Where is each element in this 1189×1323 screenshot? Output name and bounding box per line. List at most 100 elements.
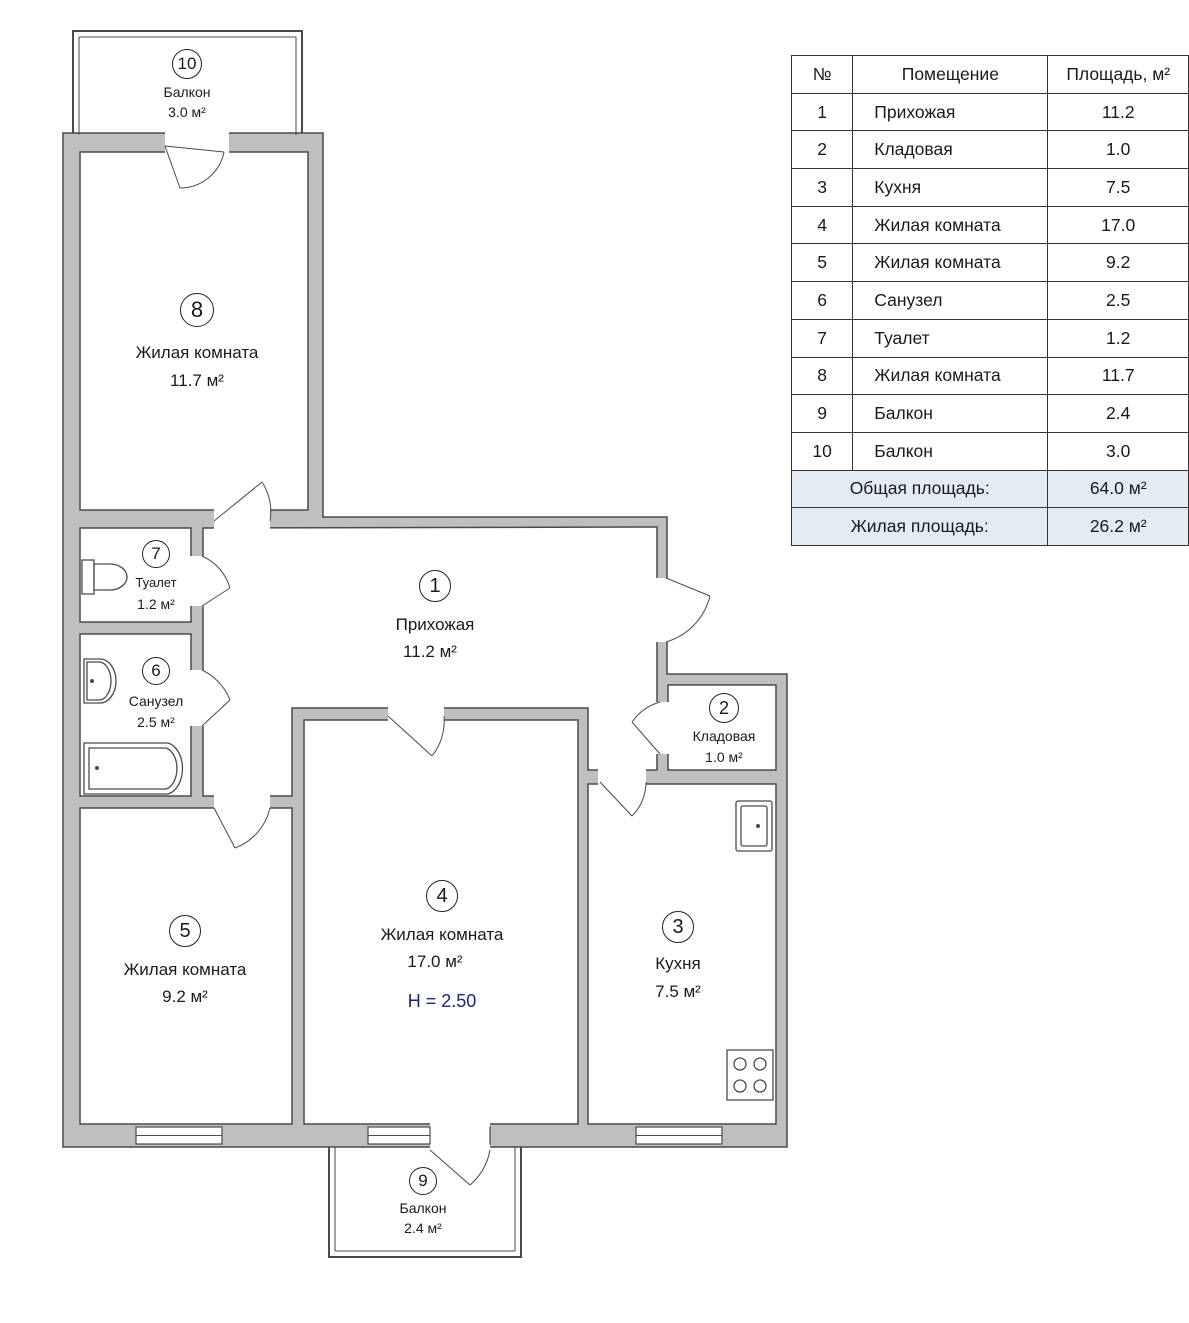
cell-room: Жилая комната	[852, 243, 1049, 283]
room-number-circle: 1	[419, 570, 451, 602]
cell-area: 2.4	[1047, 394, 1189, 433]
living-area-row: Жилая площадь: 26.2 м²	[790, 507, 1189, 546]
cell-number: 3	[790, 168, 854, 207]
room-number: 10	[177, 54, 197, 73]
door	[665, 577, 711, 643]
room-area-label: 17.0 м²	[407, 952, 463, 971]
room-area-label: 9.2 м²	[162, 987, 208, 1006]
room-name-label: Кухня	[655, 954, 701, 973]
room-area-label: 11.2 м²	[403, 642, 457, 661]
total-area-row: Общая площадь: 64.0 м²	[790, 469, 1189, 509]
room-number-circle: 3	[662, 911, 694, 943]
cell-number: 6	[790, 281, 854, 320]
room-area-label: 7.5 м²	[655, 982, 701, 1001]
cell-room: Жилая комната	[852, 356, 1049, 396]
cell-room: Прихожая	[852, 92, 1049, 132]
room-number: 1	[429, 574, 441, 597]
cell-area: 7.5	[1047, 168, 1189, 207]
cell-room: Балкон	[852, 394, 1049, 433]
door	[599, 781, 647, 817]
room-number-circle: 10	[172, 49, 202, 79]
cell-number: 2	[790, 130, 854, 170]
door	[164, 145, 225, 189]
room-area-label: 1.2 м²	[137, 596, 175, 612]
room-number: 5	[179, 919, 191, 942]
column-header-room: Помещение	[852, 55, 1049, 94]
room-area-label: 3.0 м²	[168, 104, 206, 120]
cell-number: 5	[790, 243, 854, 283]
room-number: 3	[672, 915, 684, 938]
cell-area: 1.2	[1047, 318, 1189, 358]
room-name-label: Балкон	[399, 1200, 447, 1216]
room-area-label: 1.0 м²	[705, 749, 743, 765]
room-number: 7	[151, 544, 161, 563]
cell-number: 8	[790, 356, 854, 396]
door	[213, 481, 272, 522]
room-number: 2	[718, 697, 729, 718]
cell-number: 1	[790, 92, 854, 132]
living-area-label: Жилая площадь:	[790, 507, 1049, 546]
cell-number: 9	[790, 394, 854, 433]
room-name-label: Санузел	[128, 693, 184, 709]
room-name-label: Туалет	[135, 575, 177, 590]
total-area-value: 64.0 м²	[1047, 469, 1189, 509]
table-header-row: № Помещение Площадь, м²	[790, 55, 1189, 94]
cell-room: Кухня	[852, 168, 1049, 207]
total-area-label: Общая площадь:	[790, 469, 1049, 509]
room-name-label: Балкон	[163, 84, 211, 100]
living-area-value: 26.2 м²	[1047, 507, 1189, 546]
column-header-number: №	[790, 55, 854, 94]
toilet-tank-icon	[81, 559, 95, 595]
balcony-9-outline	[328, 1147, 522, 1258]
column-header-area: Площадь, м²	[1047, 55, 1189, 94]
cell-room: Санузел	[852, 281, 1049, 320]
room-number: 9	[418, 1171, 428, 1190]
room-number-circle: 2	[709, 693, 739, 723]
outer-walls	[62, 132, 788, 1148]
ceiling-height-label: H = 2.50	[407, 991, 477, 1011]
room-number-circle: 5	[169, 915, 201, 947]
room-number-circle: 7	[142, 540, 170, 568]
room-area-label: 2.4 м²	[404, 1220, 442, 1236]
room-number: 4	[436, 884, 448, 907]
balcony-10-outline	[72, 30, 303, 133]
cell-area: 17.0	[1047, 205, 1189, 245]
cell-area: 9.2	[1047, 243, 1189, 283]
room-number-circle: 9	[409, 1167, 437, 1195]
room-number-circle: 6	[142, 657, 170, 685]
room-number: 6	[151, 661, 161, 680]
cell-area: 2.5	[1047, 281, 1189, 320]
cell-room: Кладовая	[852, 130, 1049, 170]
door	[201, 555, 231, 607]
toilet-bowl-icon	[93, 563, 128, 591]
room-name-label: Жилая комната	[380, 925, 504, 944]
door	[631, 701, 661, 755]
room-name-label: Прихожая	[395, 615, 475, 634]
cell-area: 3.0	[1047, 431, 1189, 471]
cell-area: 1.0	[1047, 130, 1189, 170]
door	[213, 807, 271, 849]
stove-icon	[726, 1049, 774, 1101]
room-name-label: Жилая комната	[123, 960, 247, 979]
room-area-label: 2.5 м²	[137, 714, 175, 730]
room-name-label: Кладовая	[692, 728, 756, 744]
room-number-circle: 4	[426, 880, 458, 912]
door	[387, 715, 445, 757]
room-name-label: Жилая комната	[135, 343, 259, 362]
room-number-circle: 8	[180, 293, 214, 327]
cell-room: Жилая комната	[852, 205, 1049, 245]
cell-room: Балкон	[852, 431, 1049, 471]
cell-number: 7	[790, 318, 854, 358]
cell-number: 4	[790, 205, 854, 245]
